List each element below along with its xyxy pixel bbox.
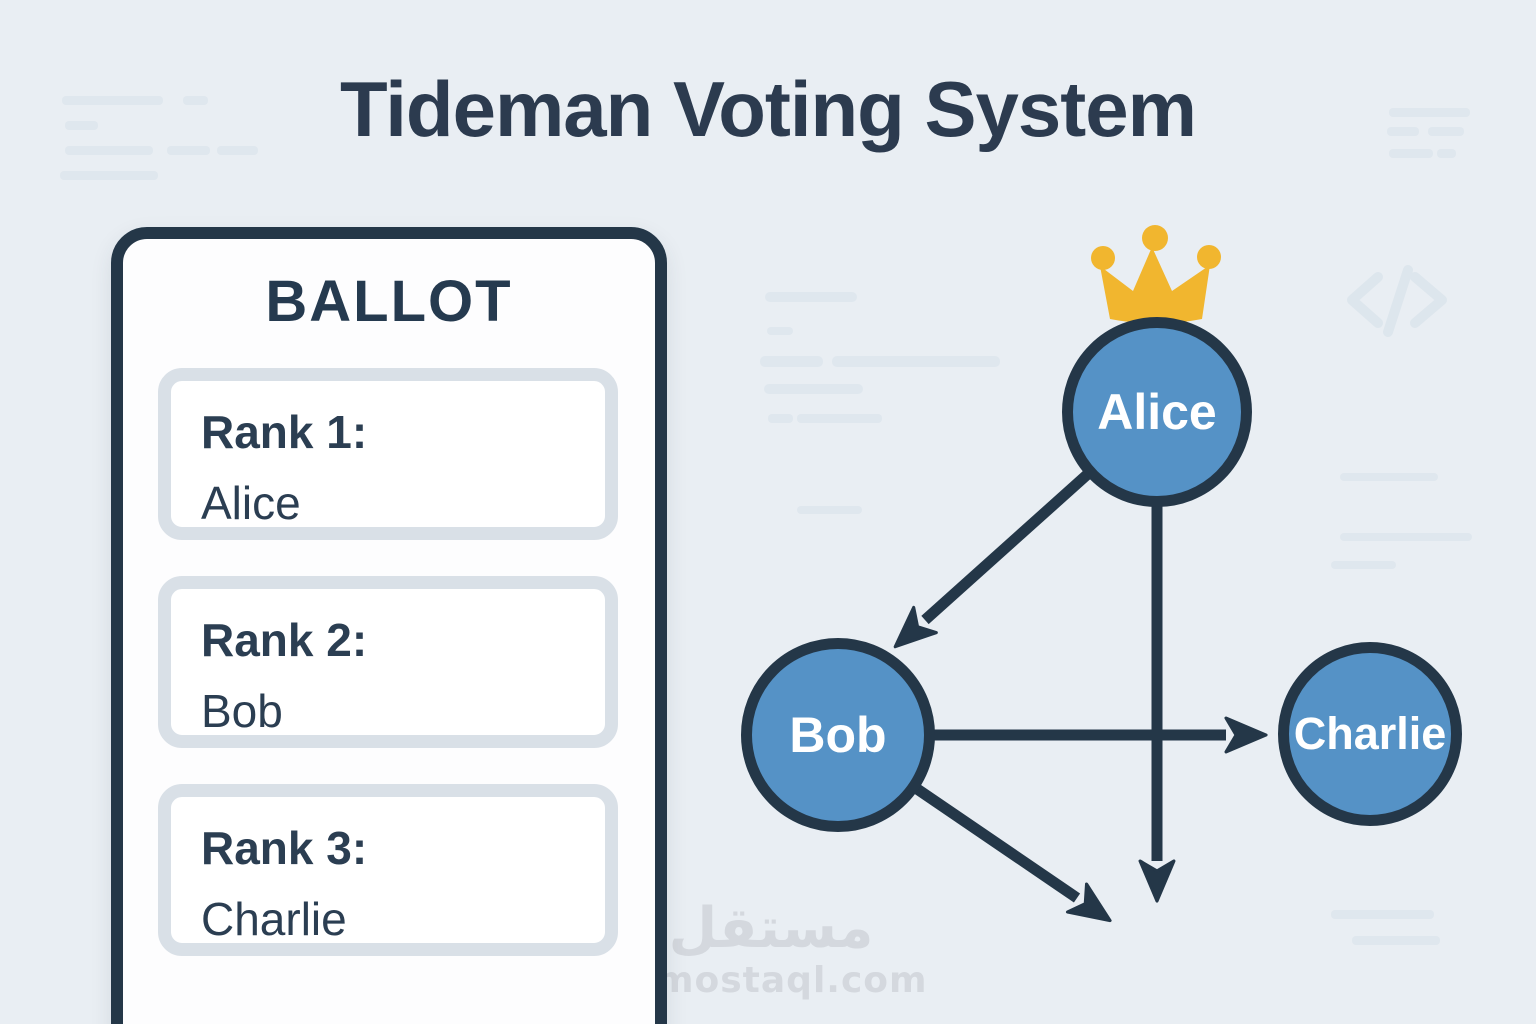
rank-1-candidate: Alice [201, 477, 301, 529]
rank-box-1: Rank 1: Alice [158, 368, 618, 540]
rank-2-label: Rank 2: [201, 614, 368, 666]
watermark: مستقل mostaql.com [656, 896, 928, 1002]
rank-1-label: Rank 1: [201, 406, 368, 458]
decorative-lines [60, 96, 1472, 945]
rank-box-2: Rank 2: Bob [158, 576, 618, 748]
page-title: Tideman Voting System [340, 65, 1197, 153]
code-icon [1347, 265, 1447, 337]
node-charlie-label: Charlie [1293, 708, 1447, 759]
watermark-latin: mostaql.com [656, 960, 928, 1001]
watermark-arabic: مستقل [668, 896, 874, 961]
node-bob-label: Bob [789, 707, 887, 763]
graph-node-bob: Bob [741, 638, 935, 832]
node-alice-label: Alice [1097, 384, 1217, 440]
crown-icon [1091, 225, 1221, 324]
rank-2-candidate: Bob [201, 685, 283, 737]
ballot-title: BALLOT [265, 269, 513, 334]
graph-node-charlie: Charlie [1278, 642, 1462, 826]
graph-node-alice: Alice [1062, 317, 1252, 507]
rank-box-3: Rank 3: Charlie [158, 784, 618, 956]
rank-3-candidate: Charlie [201, 893, 347, 945]
rank-3-label: Rank 3: [201, 822, 368, 874]
